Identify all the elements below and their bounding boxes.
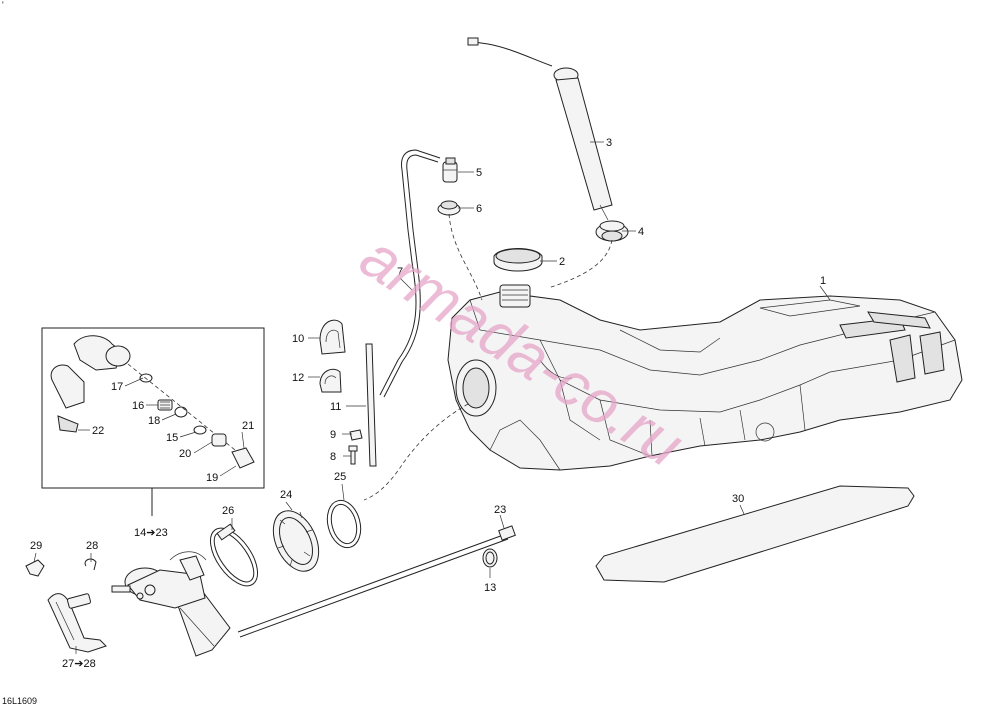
label-part-7: 7 [397,266,403,278]
label-part-1: 1 [820,275,826,287]
fuel-supply-hose [47,593,107,653]
screw [348,445,358,465]
label-part-3: 3 [606,137,612,149]
sender-grommet [595,220,629,242]
vent-hose [379,149,441,398]
part-number-labels: 1 2 3 4 5 6 7 8 9 10 11 12 13 14➔23 15 1… [30,137,826,670]
label-part-14-23: 14➔23 [134,527,168,539]
label-part-8: 8 [330,451,336,463]
label-part-22: 22 [92,425,104,437]
label-part-12: 12 [292,372,304,384]
label-part-29: 29 [30,540,42,552]
label-part-17: 17 [111,381,123,393]
fuel-tank [447,284,963,471]
leader-lines [33,141,831,654]
label-part-15: 15 [166,432,178,444]
rubber-pad-lower [319,368,342,393]
corner-mark: ' [2,0,4,10]
assembly-alignment-lines [363,213,613,501]
pickup-filter-rod [237,525,516,638]
label-part-11: 11 [330,401,341,413]
valve-grommet [437,200,461,216]
pump-gasket [326,499,362,549]
rollover-valve [442,157,458,183]
label-part-18: 18 [148,415,160,427]
fuel-level-sender [467,37,613,221]
lock-ring [272,510,320,572]
hose-clip-29 [25,559,45,577]
label-part-6: 6 [476,203,482,215]
label-part-5: 5 [476,167,482,179]
drain-hose [365,343,377,467]
hose-clip-28 [84,558,97,571]
label-part-28: 28 [86,540,98,552]
label-part-2: 2 [559,256,565,268]
label-part-19: 19 [206,472,218,484]
rubber-pad-upper [319,319,346,355]
label-part-25: 25 [334,471,346,483]
label-part-27-28: 27➔28 [62,658,96,670]
label-part-21: 21 [242,420,254,432]
label-part-30: 30 [732,493,744,505]
label-part-10: 10 [292,333,304,345]
filter-seal [482,548,498,568]
fuel-pump-assembly [111,551,231,657]
label-part-26: 26 [222,505,234,517]
diagram-reference-code: 16L1609 [2,696,37,706]
label-part-24: 24 [280,489,292,501]
label-part-4: 4 [638,226,644,238]
label-part-9: 9 [330,429,336,441]
tank-base-pad [595,485,915,583]
label-part-23: 23 [494,504,506,516]
hose-clip [349,429,363,441]
fuel-cap [493,248,543,272]
label-part-13: 13 [484,582,496,594]
label-part-20: 20 [179,448,191,460]
pump-detail-box [41,327,265,489]
pump-clamp [210,523,258,587]
label-part-16: 16 [132,400,144,412]
